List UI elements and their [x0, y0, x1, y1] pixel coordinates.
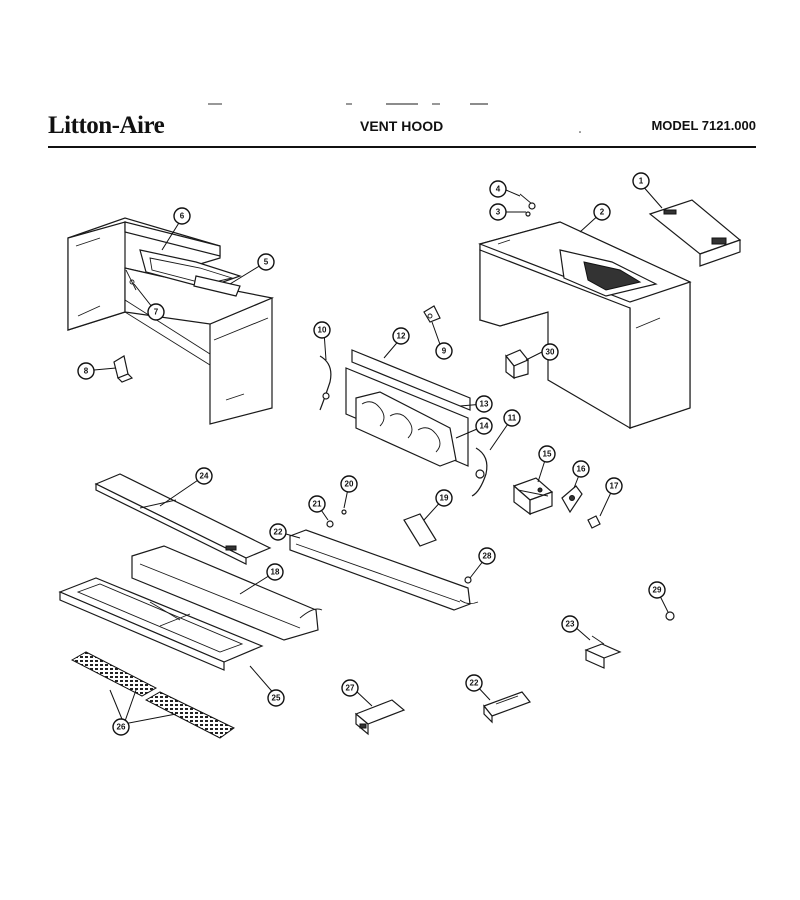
- svg-text:11: 11: [508, 414, 517, 423]
- svg-text:18: 18: [271, 568, 280, 577]
- bracket-part-8: [113, 355, 134, 383]
- callout-5: 5: [257, 253, 275, 271]
- callout-12: 12: [392, 327, 410, 345]
- callout-20: 20: [340, 475, 358, 493]
- callout-6: 6: [173, 207, 191, 225]
- svg-text:26: 26: [117, 723, 126, 732]
- svg-text:2: 2: [600, 208, 605, 217]
- svg-text:13: 13: [480, 400, 489, 409]
- callout-3: 3: [489, 203, 507, 221]
- svg-text:1: 1: [639, 177, 644, 186]
- callout-26: 26: [112, 718, 130, 736]
- svg-text:3: 3: [496, 208, 501, 217]
- callout-30: 30: [541, 343, 559, 361]
- blower-assembly: [319, 349, 488, 497]
- svg-text:17: 17: [610, 482, 619, 491]
- cover-part-23: [584, 635, 622, 669]
- svg-text:19: 19: [440, 494, 449, 503]
- filter-frame-part-18: [131, 545, 323, 641]
- grilles-part-26: [70, 651, 235, 739]
- callout-1: 1: [632, 172, 650, 190]
- brand-logo: Litton-Aire: [48, 112, 165, 139]
- callout-25: 25: [267, 689, 285, 707]
- callout-24: 24: [195, 467, 213, 485]
- bracket-part-30: [505, 349, 529, 380]
- callout-16: 16: [572, 460, 590, 478]
- panel-part-24: [94, 473, 272, 565]
- callout-9: 9: [435, 342, 453, 360]
- callout-2: 2: [593, 203, 611, 221]
- clip-part-17: [587, 515, 601, 529]
- svg-text:7: 7: [154, 308, 159, 317]
- svg-text:30: 30: [546, 348, 555, 357]
- svg-text:23: 23: [566, 620, 575, 629]
- callout-18: 18: [266, 563, 284, 581]
- callout-10: 10: [313, 321, 331, 339]
- callout-8: 8: [77, 362, 95, 380]
- callout-4: 4: [489, 180, 507, 198]
- callout-17: 17: [605, 477, 623, 495]
- right-hood-body: [478, 221, 692, 430]
- svg-text:22: 22: [470, 679, 479, 688]
- callout-28: 28: [478, 547, 496, 565]
- svg-text:10: 10: [318, 326, 327, 335]
- svg-text:6: 6: [180, 212, 185, 221]
- svg-text:28: 28: [483, 552, 492, 561]
- svg-text:16: 16: [577, 465, 586, 474]
- screw-part-4: [519, 193, 536, 217]
- svg-text:29: 29: [653, 586, 662, 595]
- page-title: VENT HOOD: [360, 118, 444, 134]
- scan-specks: [208, 103, 581, 133]
- clip-part-9: [423, 305, 441, 323]
- callout-11: 11: [503, 409, 521, 427]
- callout-23: 23: [561, 615, 579, 633]
- svg-text:15: 15: [543, 450, 552, 459]
- lower-bar-part-22: [289, 509, 479, 611]
- svg-text:27: 27: [346, 684, 355, 693]
- svg-text:20: 20: [345, 480, 354, 489]
- callout-22-lower: 22: [465, 674, 483, 692]
- svg-text:25: 25: [272, 694, 281, 703]
- callout-21: 21: [308, 495, 326, 513]
- terminal-part-27: [354, 699, 406, 736]
- svg-text:4: 4: [496, 185, 501, 194]
- nut-part-28: [665, 611, 675, 621]
- callout-15: 15: [538, 445, 556, 463]
- socket-part-16: [561, 485, 583, 514]
- callout-29: 29: [648, 581, 666, 599]
- left-hood-shell: [67, 217, 275, 425]
- header: Litton-Aire VENT HOOD MODEL 7121.000: [48, 108, 756, 148]
- grill-frame-part-25: [58, 577, 264, 671]
- callout-13: 13: [475, 395, 493, 413]
- callout-14: 14: [475, 417, 493, 435]
- svg-text:9: 9: [442, 347, 447, 356]
- callout-22: 22: [269, 523, 287, 541]
- callout-7: 7: [147, 303, 165, 321]
- svg-text:12: 12: [397, 332, 406, 341]
- top-plate-part-1: [648, 199, 742, 267]
- svg-text:21: 21: [313, 500, 322, 509]
- model-number: MODEL 7121.000: [651, 118, 756, 133]
- svg-text:5: 5: [264, 258, 269, 267]
- svg-text:24: 24: [200, 472, 209, 481]
- header-rule: [48, 146, 756, 148]
- svg-text:8: 8: [84, 367, 89, 376]
- switch-part-15: [512, 477, 554, 516]
- callout-27: 27: [341, 679, 359, 697]
- svg-text:14: 14: [480, 422, 489, 431]
- bracket-lower-part-22: [483, 691, 531, 724]
- callout-19: 19: [435, 489, 453, 507]
- svg-text:22: 22: [274, 528, 283, 537]
